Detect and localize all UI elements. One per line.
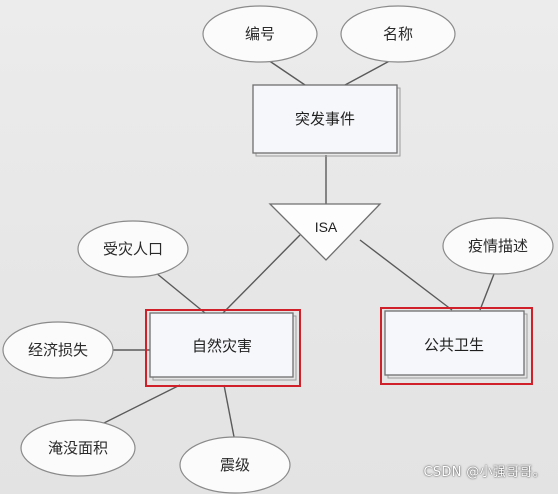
edge-affected-to-natural bbox=[149, 267, 206, 314]
watermark: CSDN @小强哥哥。 bbox=[423, 465, 546, 480]
edge-epidemic-to-public bbox=[479, 273, 495, 311]
attribute-id-label: 编号 bbox=[245, 25, 275, 43]
entity-emergency: 突发事件 bbox=[252, 84, 401, 157]
attribute-magnitude: 震级 bbox=[179, 436, 291, 494]
attribute-epidemic-description-label: 疫情描述 bbox=[468, 237, 528, 255]
attribute-name: 名称 bbox=[340, 5, 456, 63]
attribute-flooded-area: 淹没面积 bbox=[20, 419, 136, 477]
edge-magnitude-to-natural bbox=[223, 384, 236, 443]
attribute-flooded-area-label: 淹没面积 bbox=[48, 439, 108, 457]
entity-public-health: 公共卫生 bbox=[380, 307, 533, 385]
attribute-affected-population-label: 受灾人口 bbox=[103, 240, 163, 258]
isa-triangle: ISA bbox=[268, 203, 382, 261]
attribute-epidemic-description: 疫情描述 bbox=[442, 217, 554, 275]
attribute-economic-loss-label: 经济损失 bbox=[28, 341, 88, 359]
entity-natural-disaster-label: 自然灾害 bbox=[192, 337, 252, 355]
attribute-name-label: 名称 bbox=[383, 25, 413, 43]
edge-isa-to-natural bbox=[222, 234, 301, 314]
edge-name-to-emergency bbox=[344, 57, 396, 86]
attribute-economic-loss: 经济损失 bbox=[2, 321, 114, 379]
attribute-affected-population: 受灾人口 bbox=[77, 220, 189, 278]
edge-flooded-to-natural bbox=[99, 384, 181, 426]
highlight-box-natural bbox=[145, 309, 301, 387]
isa-label: ISA bbox=[315, 219, 338, 235]
entity-natural-disaster: 自然灾害 bbox=[145, 309, 301, 387]
edges bbox=[99, 57, 495, 443]
highlight-box-public bbox=[380, 307, 533, 385]
attribute-id: 编号 bbox=[202, 5, 318, 63]
edge-id-to-emergency bbox=[267, 59, 306, 86]
edge-isa-to-public bbox=[359, 239, 453, 311]
attribute-magnitude-label: 震级 bbox=[220, 456, 250, 474]
entity-emergency-label: 突发事件 bbox=[295, 110, 355, 128]
entity-public-health-label: 公共卫生 bbox=[424, 336, 484, 354]
